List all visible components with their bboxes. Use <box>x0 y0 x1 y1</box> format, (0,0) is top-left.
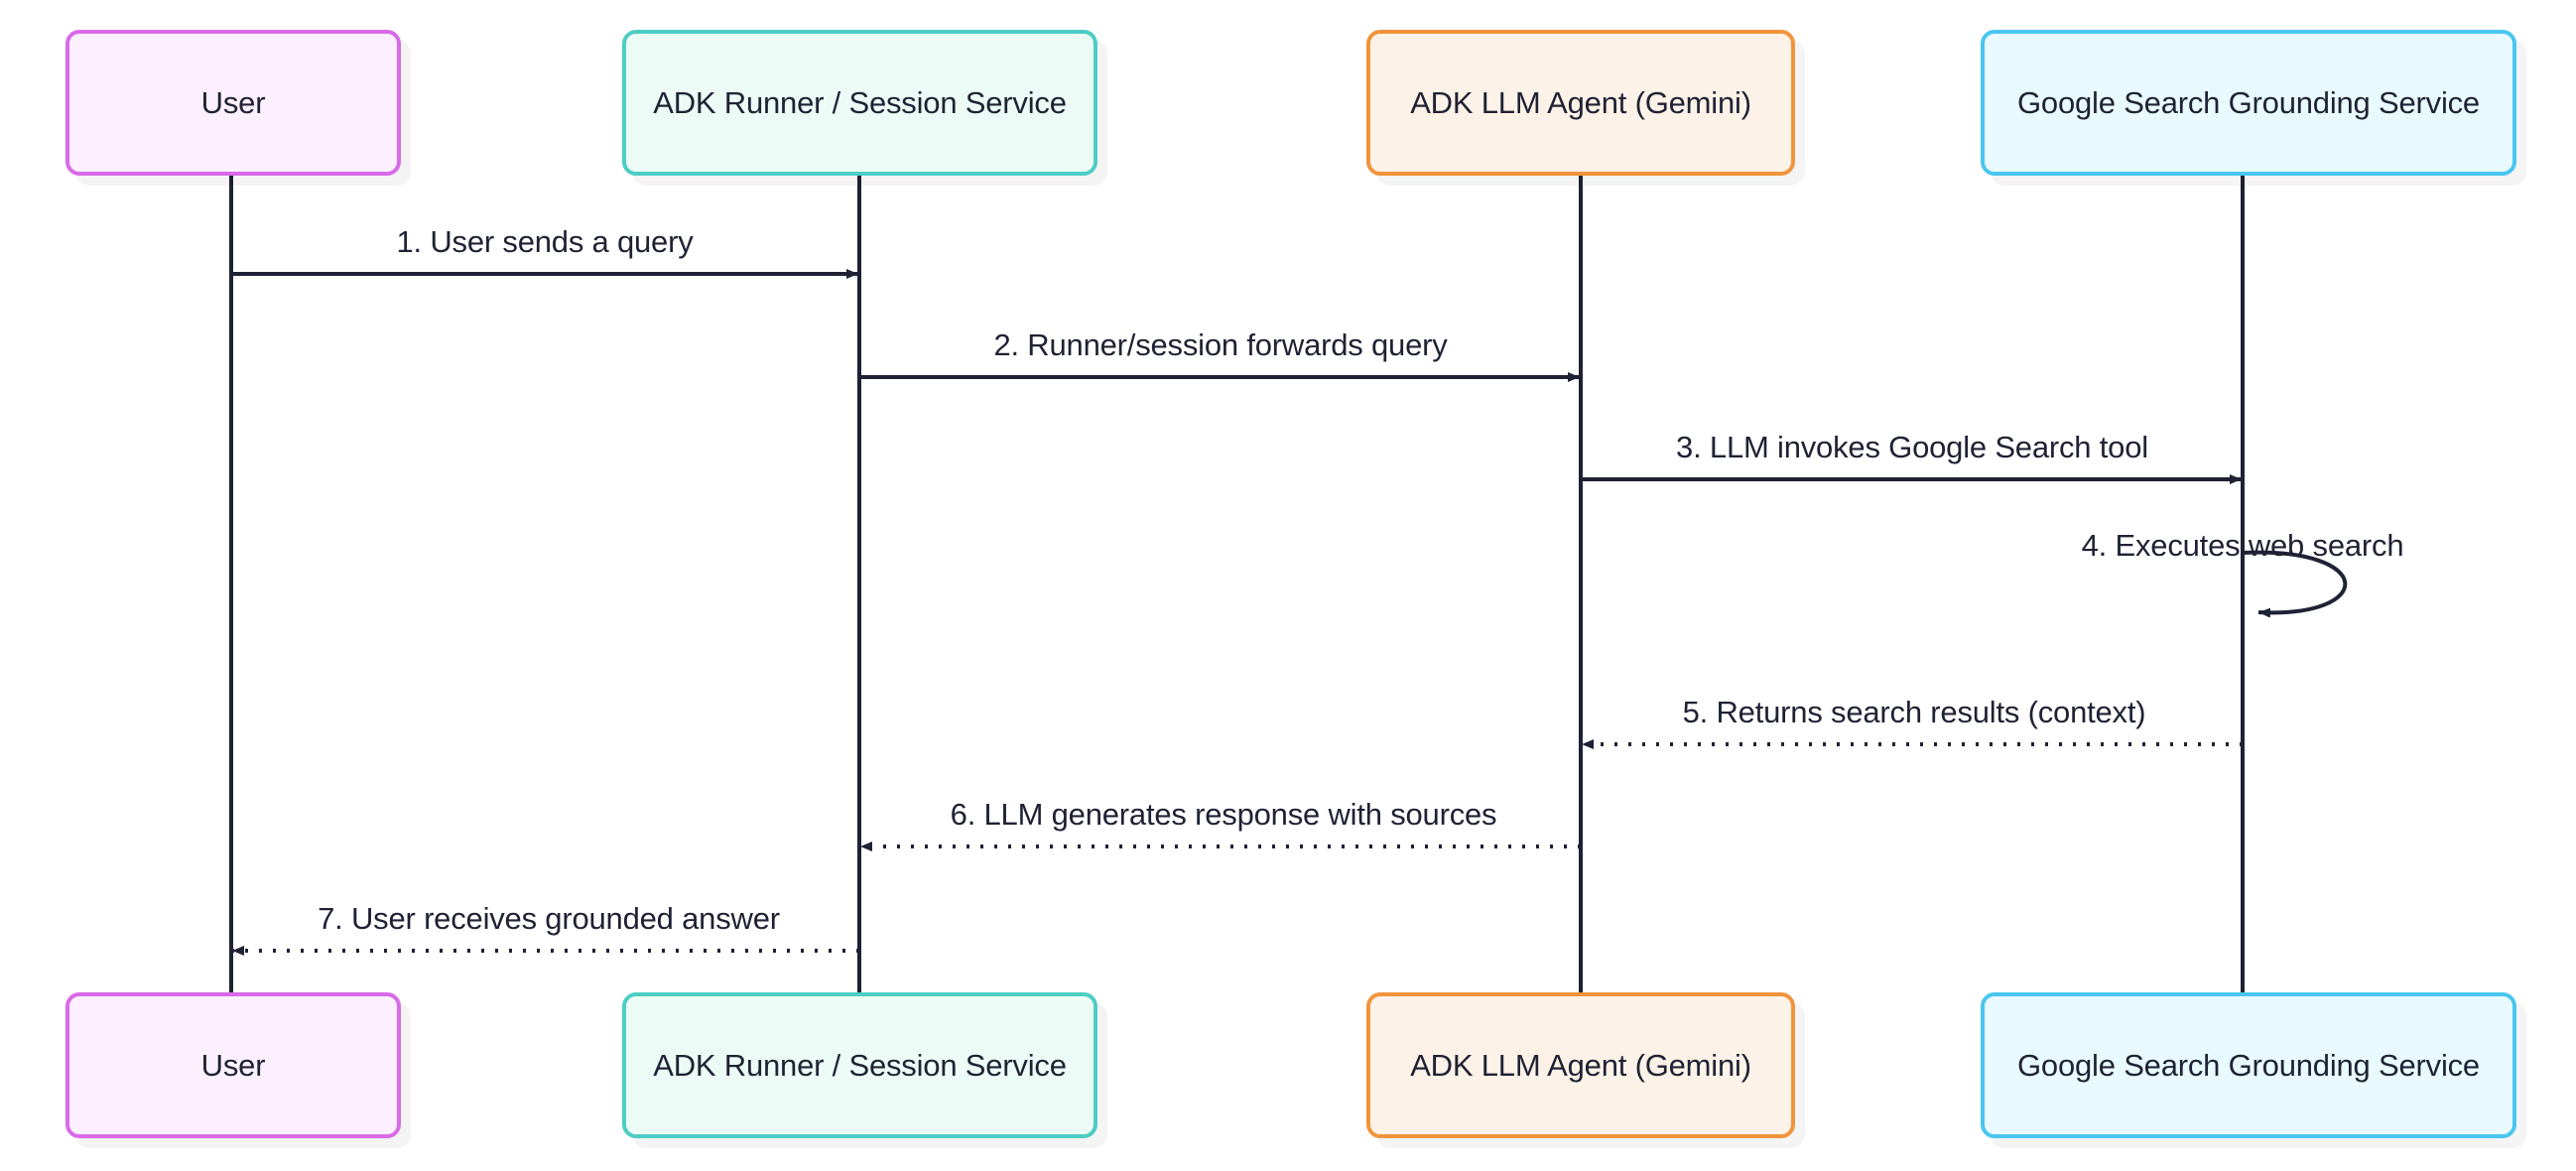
message-label-4: 4. Executes web search <box>2081 528 2404 563</box>
message-arrow-4-self-loop <box>2242 550 2348 618</box>
message-label-2: 2. Runner/session forwards query <box>993 327 1448 362</box>
participant-label-runner: ADK Runner / Session Service <box>653 85 1067 120</box>
participant-label-user: User <box>200 1048 266 1083</box>
participant-box-runner-bottom[interactable]: ADK Runner / Session Service <box>622 992 1097 1138</box>
participant-label-agent: ADK LLM Agent (Gemini) <box>1410 85 1751 120</box>
participant-box-agent-top[interactable]: ADK LLM Agent (Gemini) <box>1366 30 1795 176</box>
message-label-6: 6. LLM generates response with sources <box>950 797 1497 832</box>
participant-box-search-top[interactable]: Google Search Grounding Service <box>1981 30 2516 176</box>
participant-box-search-bottom[interactable]: Google Search Grounding Service <box>1981 992 2516 1138</box>
message-label-1: 1. User sends a query <box>396 224 694 259</box>
message-label-3: 3. LLM invokes Google Search tool <box>1676 430 2148 464</box>
participant-label-user: User <box>200 85 266 120</box>
participant-label-runner: ADK Runner / Session Service <box>653 1048 1067 1083</box>
message-label-5: 5. Returns search results (context) <box>1682 695 2146 729</box>
participant-label-search: Google Search Grounding Service <box>2017 85 2480 120</box>
participant-box-runner-top[interactable]: ADK Runner / Session Service <box>622 30 1097 176</box>
message-arrows-group <box>231 269 2348 956</box>
participant-box-user-bottom[interactable]: User <box>65 992 401 1138</box>
participant-label-search: Google Search Grounding Service <box>2017 1048 2480 1083</box>
lifelines-group <box>229 176 2245 992</box>
participant-box-user-top[interactable]: User <box>65 30 401 176</box>
participant-box-agent-bottom[interactable]: ADK LLM Agent (Gemini) <box>1366 992 1795 1138</box>
participant-label-agent: ADK LLM Agent (Gemini) <box>1410 1048 1751 1083</box>
message-label-7: 7. User receives grounded answer <box>318 901 780 936</box>
